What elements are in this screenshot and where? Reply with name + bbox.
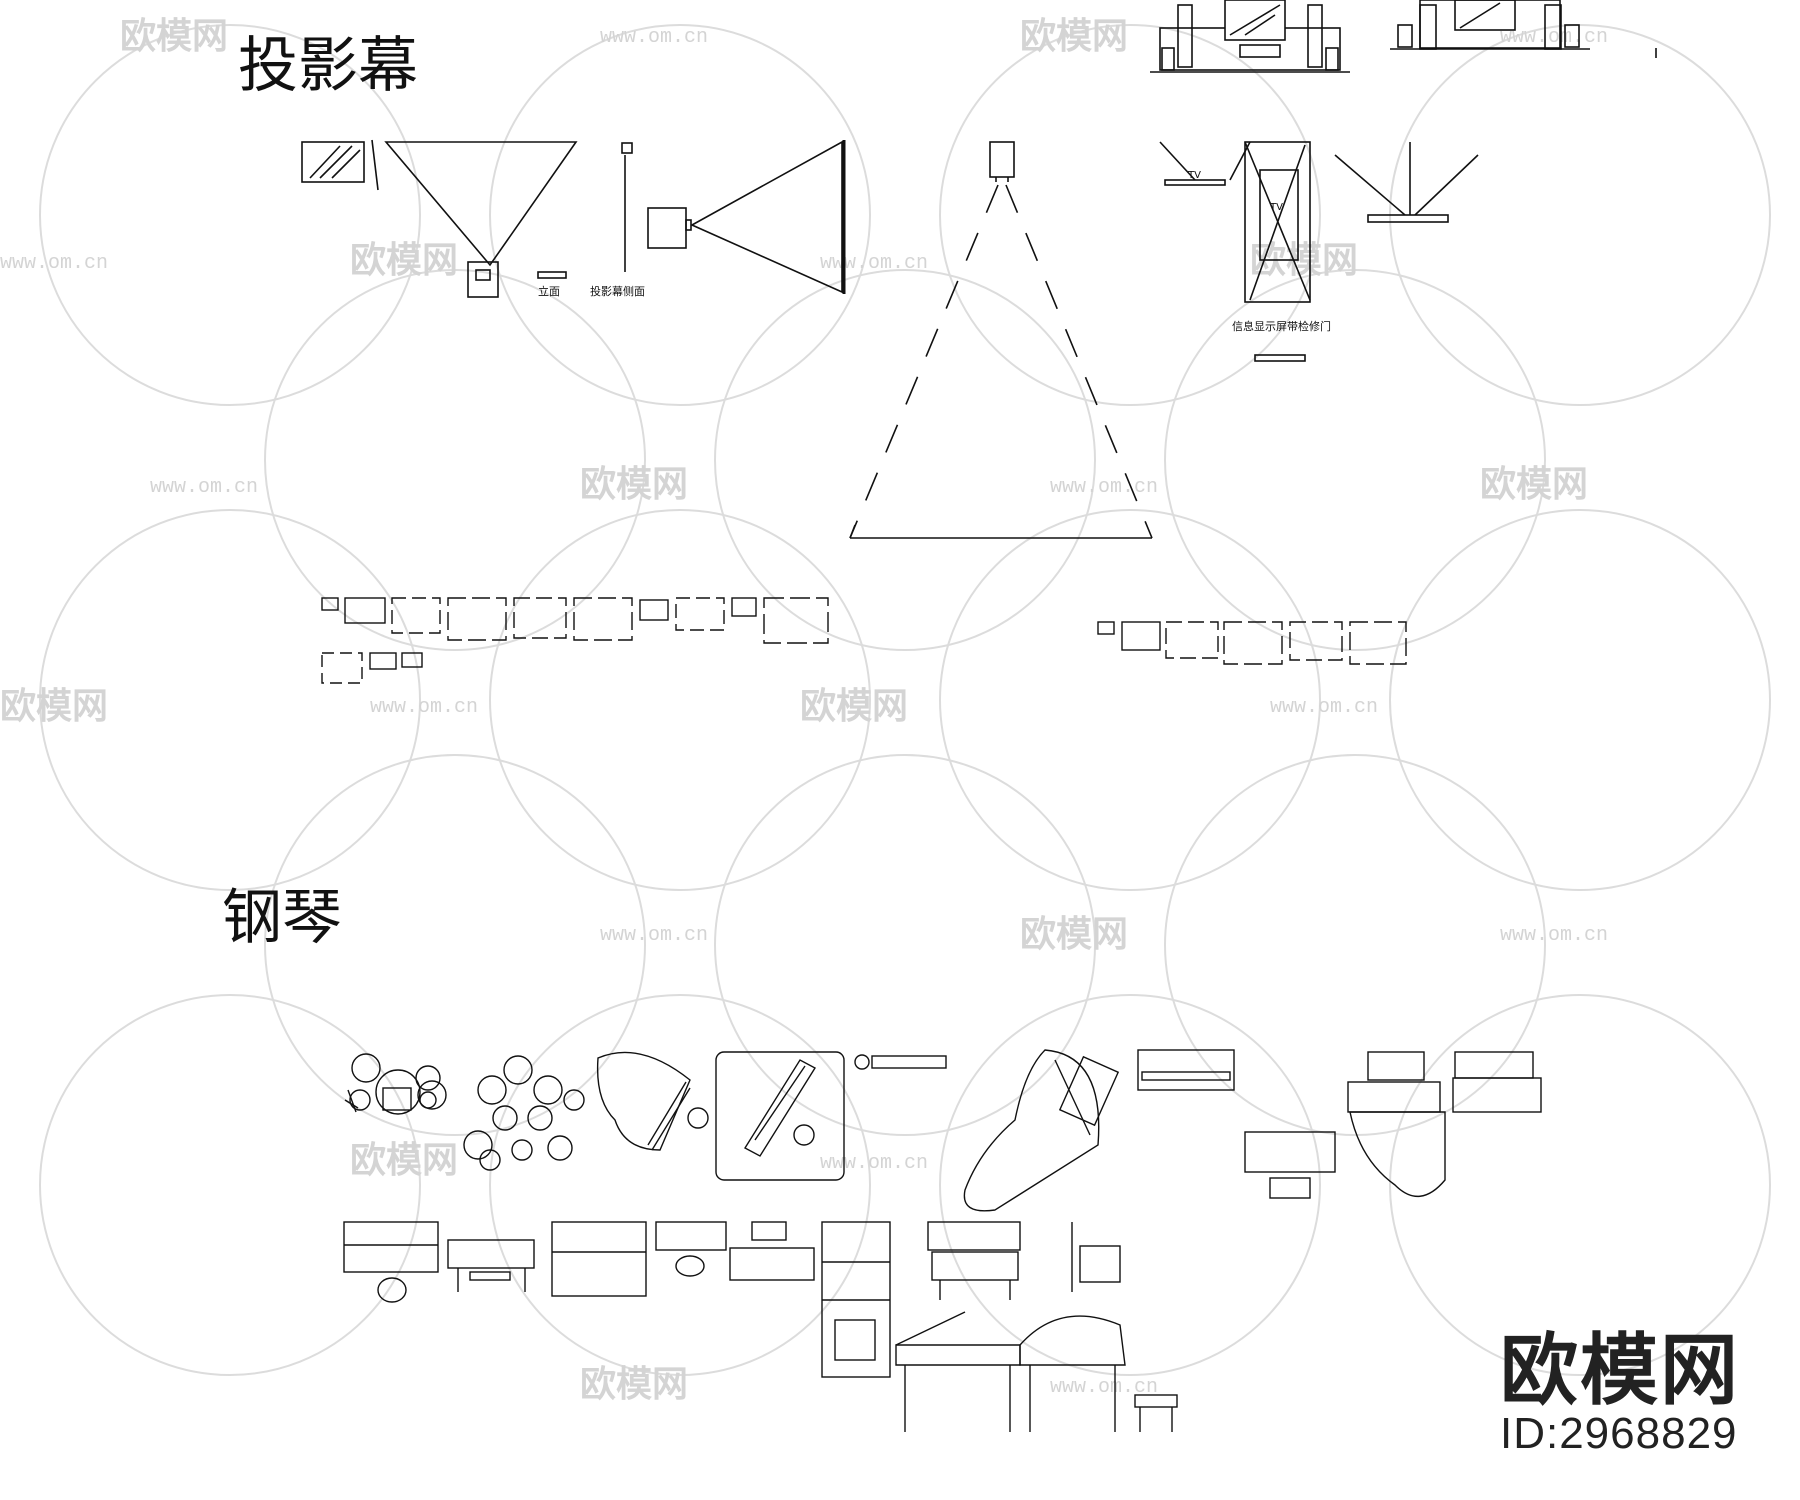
tv-ceiling-diagram — [1334, 142, 1479, 223]
watermark-url: www.om.cn — [600, 924, 708, 947]
section-title-projection: 投影幕 — [238, 31, 418, 101]
keyboard-elevation — [1137, 1049, 1235, 1091]
brand-id: ID:2968829 — [1499, 1408, 1738, 1458]
projection-drawings: 立面 投影幕侧面 TV — [301, 0, 1657, 684]
home-theater-elevation-2 — [1390, 0, 1590, 50]
watermark-url: www.om.cn — [1050, 476, 1158, 499]
ceiling-projector-cone — [849, 141, 1153, 539]
screen-side-view-label: 投影幕侧面 — [590, 284, 645, 298]
upright-piano-elevations — [343, 1221, 815, 1303]
watermark-logo: 欧模网 — [120, 16, 228, 57]
section-title-piano: 钢琴 — [222, 883, 342, 953]
side-view-label: 立面 — [538, 284, 560, 298]
projector-side-view: 投影幕侧面 — [590, 140, 846, 298]
watermark-text-layer: 欧模网 www.om.cn 欧模网 www.om.cn www.om.cn 欧模… — [0, 16, 1608, 1405]
screen-size-plans-row-2 — [1097, 621, 1407, 665]
watermark-url: www.om.cn — [1270, 696, 1378, 719]
watermark-url: www.om.cn — [370, 696, 478, 719]
flute-elevation — [854, 1054, 947, 1070]
grand-piano-elevations-bottom — [895, 1221, 1178, 1432]
watermark-url: www.om.cn — [1500, 924, 1608, 947]
guzheng-plan — [715, 1051, 845, 1181]
brand-stamp: 欧模网 ID:2968829 — [1500, 1332, 1740, 1458]
tv-wall-mount-diagram: TV TV 信息显示屏带检修门 — [1159, 141, 1331, 362]
watermark-logo: 欧模网 — [1020, 914, 1128, 955]
watermark-logo: 欧模网 — [1480, 464, 1588, 505]
drum-kit-plan-1 — [344, 1053, 447, 1115]
watermark-logo: 欧模网 — [800, 686, 908, 727]
watermark-url: www.om.cn — [1500, 26, 1608, 49]
watermark-logo: 欧模网 — [350, 1140, 458, 1181]
brand-logo: 欧模网 — [1499, 1325, 1740, 1416]
watermark-logo: 欧模网 — [350, 240, 458, 281]
watermark-layer — [39, 24, 1771, 1376]
tv-label: TV — [1187, 170, 1201, 181]
watermark-url: www.om.cn — [600, 26, 708, 49]
watermark-url: www.om.cn — [820, 252, 928, 275]
piano-cabinet-elevation — [821, 1221, 891, 1378]
watermark-logo: 欧模网 — [1020, 16, 1128, 57]
grand-piano-plan-large — [963, 1049, 1120, 1212]
watermark-logo: 欧模网 — [580, 464, 688, 505]
tv-label: TV — [1269, 202, 1283, 213]
watermark-logo: 欧模网 — [580, 1364, 688, 1405]
grand-piano-elevation-right — [1244, 1051, 1542, 1199]
home-theater-elevation-1 — [1150, 0, 1350, 73]
grand-piano-plan-small — [596, 1051, 709, 1151]
watermark-url: www.om.cn — [0, 252, 108, 275]
drum-kit-plan-2 — [463, 1055, 585, 1171]
watermark-url: www.om.cn — [1050, 1376, 1158, 1399]
watermark-url: www.om.cn — [820, 1152, 928, 1175]
info-display-door-label: 信息显示屏带检修门 — [1232, 319, 1331, 333]
screen-size-plans-row-1 — [321, 597, 829, 684]
watermark-url: www.om.cn — [150, 476, 258, 499]
piano-drawings — [343, 1049, 1542, 1432]
watermark-logo: 欧模网 — [0, 686, 108, 727]
wall-tv-elevation: 立面 — [301, 139, 578, 298]
